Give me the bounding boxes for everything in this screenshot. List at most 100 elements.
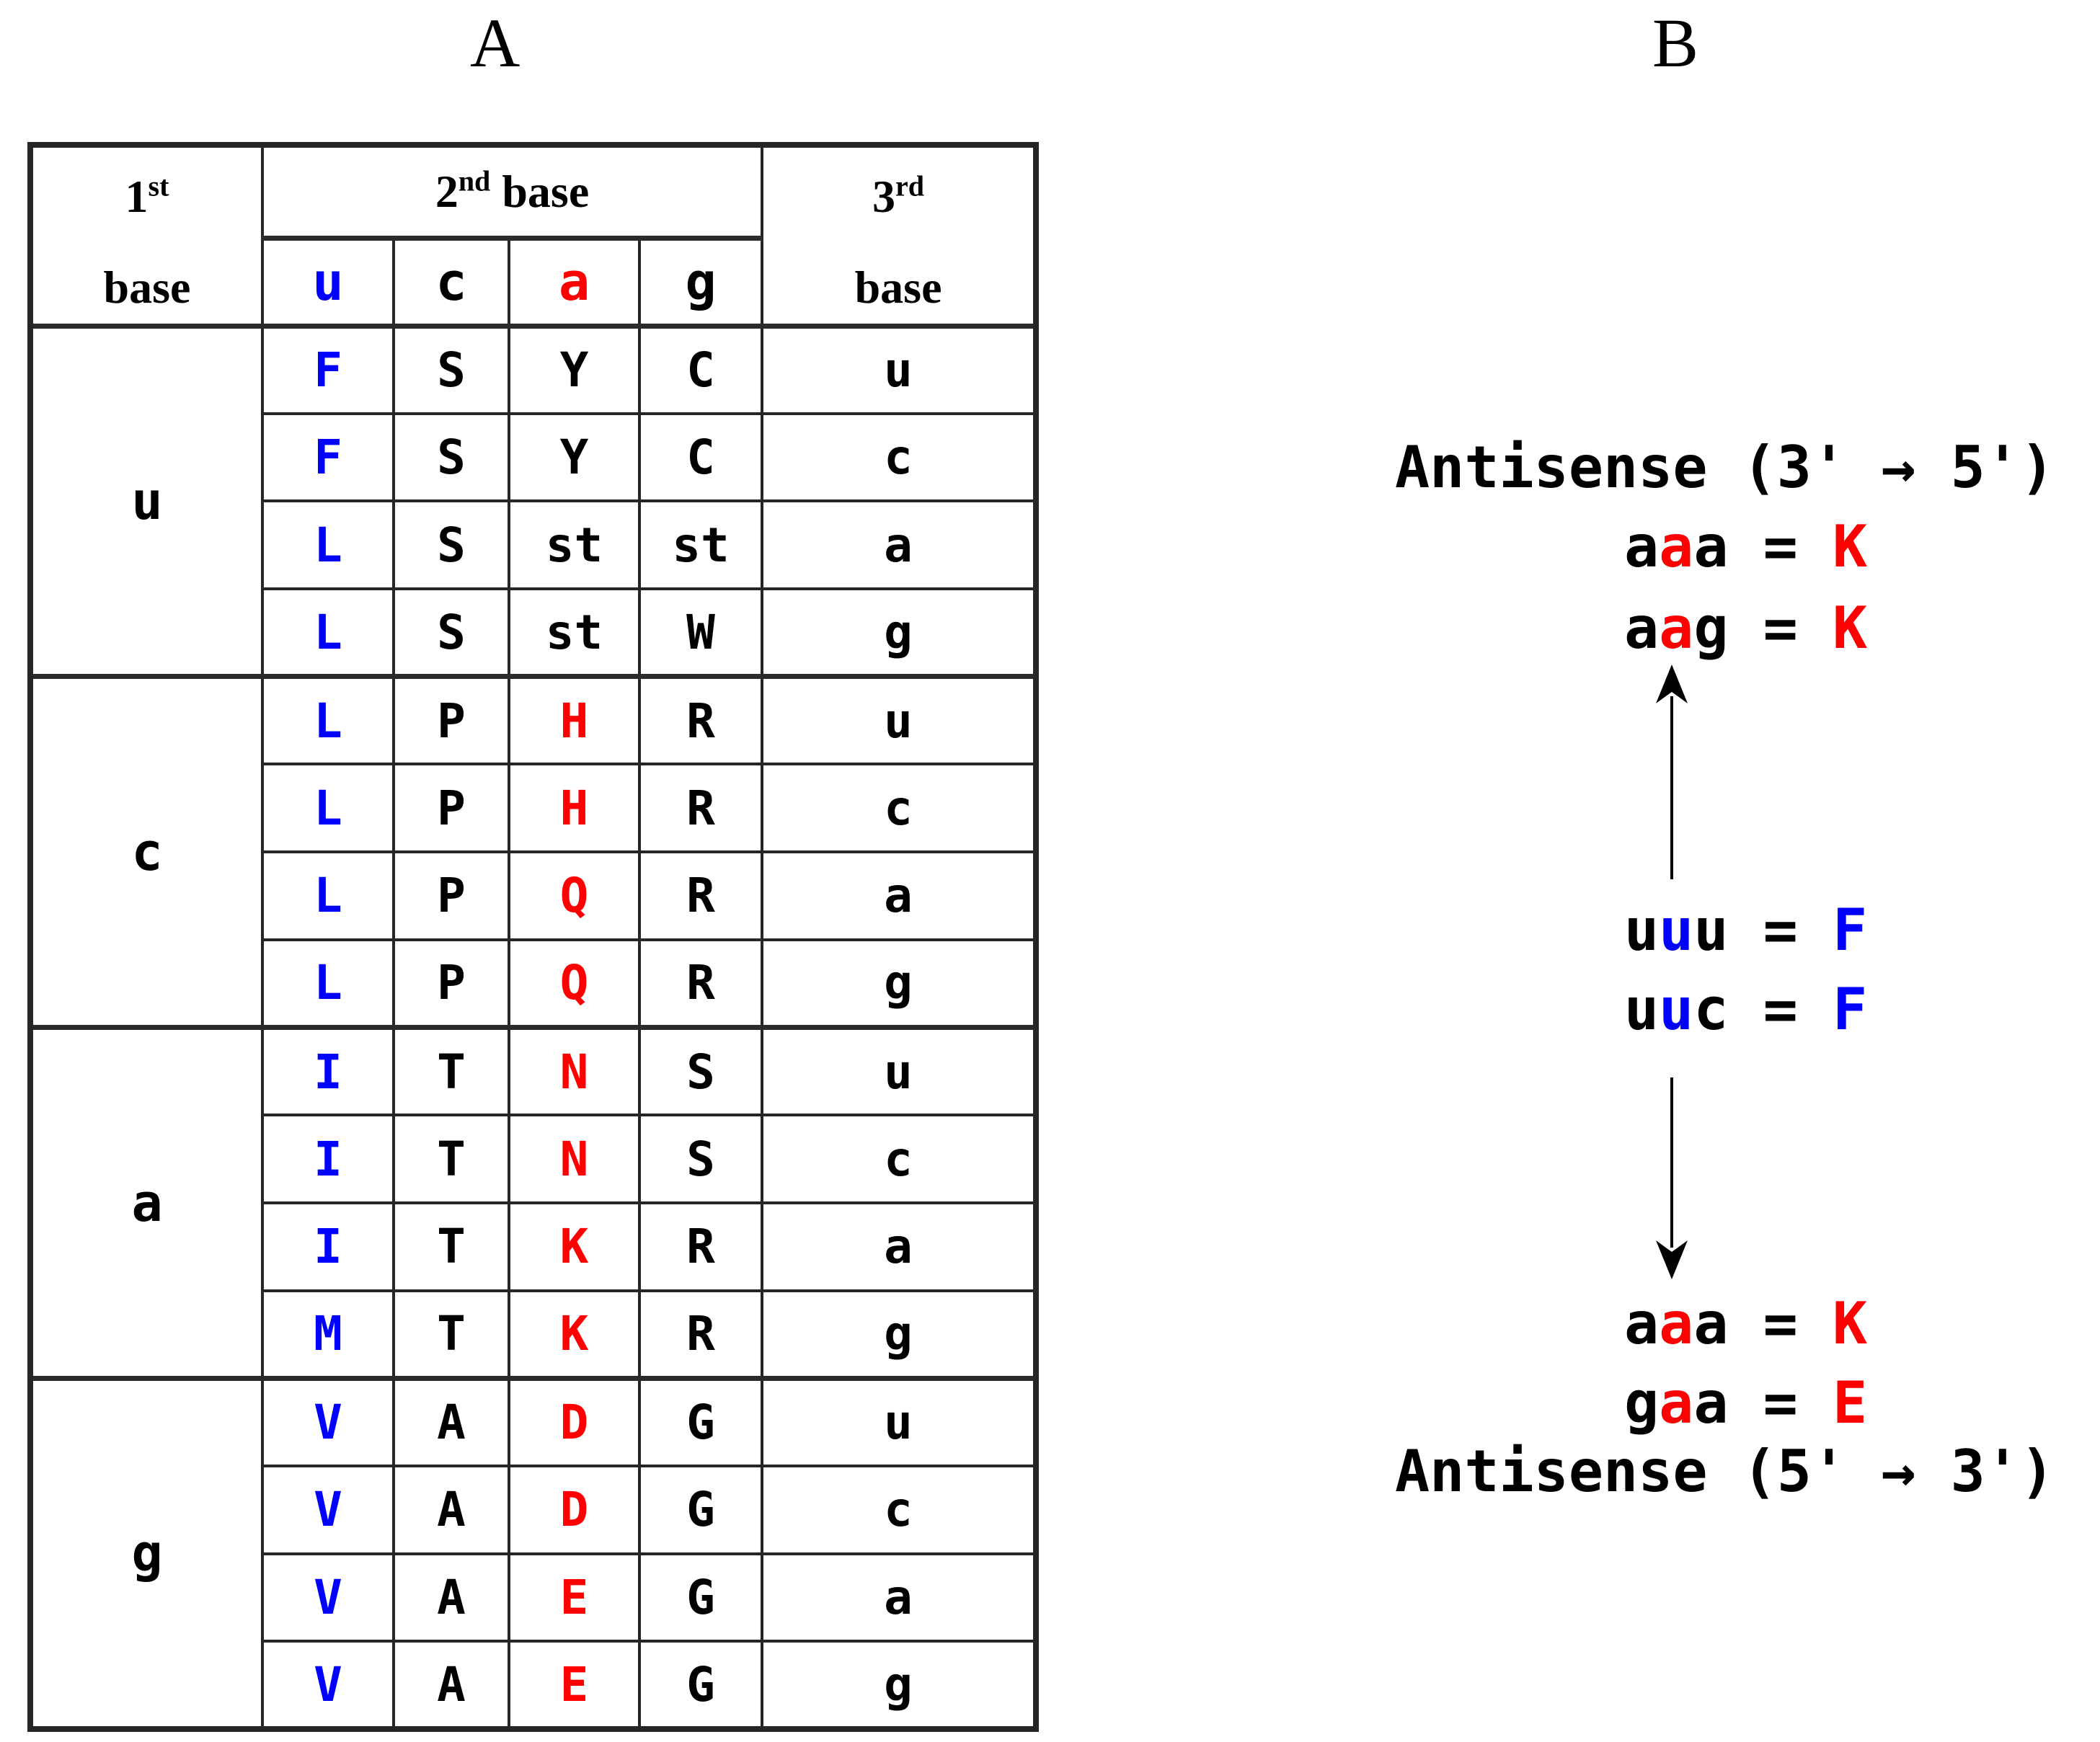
codon-cell: R [637,763,764,854]
third-base-cell: u [761,674,1038,766]
codon-cell: M [261,1289,395,1380]
third-base-cell: u [761,1375,1038,1467]
codon-cell: A [392,1375,510,1467]
codon-cell: G [637,1640,764,1730]
text-segment: E [1833,1369,1868,1436]
codon-cell: L [261,938,395,1029]
text-segment: = [1728,976,1833,1043]
third-base-cell: a [761,499,1038,591]
text-segment: a [1659,1369,1694,1436]
third-base-cell: g [761,587,1038,678]
codon-cell: K [508,1201,641,1292]
codon-cell: S [637,1114,764,1204]
codon-aag-K: aag = K [1624,598,1867,659]
codon-cell: I [261,1114,395,1204]
first-base-header-line2: base [103,261,191,313]
text-segment: = [1728,897,1833,964]
codon-cell: P [392,850,510,941]
third-base-cell: c [761,412,1038,503]
second-base-c: c [392,236,510,329]
codon-cell: R [637,1289,764,1380]
text-segment: g [1624,1369,1660,1436]
codon-cell: P [392,763,510,854]
text-segment: Antisense (3' → 5') [1395,434,2055,501]
codon-cell: st [637,499,764,591]
codon-cell: R [637,938,764,1029]
text-segment: K [1833,513,1868,580]
codon-cell: L [261,587,395,678]
text-segment: u [1624,976,1660,1043]
codon-cell: D [508,1375,641,1467]
codon-cell: V [261,1640,395,1730]
codon-cell: T [392,1289,510,1380]
codon-cell: S [392,587,510,678]
codon-cell: V [261,1464,395,1555]
first-base-label-c: c [29,674,264,1029]
codon-cell: T [392,1201,510,1292]
codon-cell: F [261,323,395,415]
text-segment: a [1659,595,1694,662]
codon-cell: D [508,1464,641,1555]
text-segment: u [1624,897,1660,964]
antisense-5-to-3: Antisense (5' → 3') [1395,1441,2055,1502]
codon-cell: S [392,323,510,415]
third-base-header-line1: 3rd [872,169,925,222]
first-base-label-g: g [29,1375,264,1730]
codon-cell: A [392,1464,510,1555]
text-segment: a [1693,1369,1729,1436]
codon-cell: st [508,587,641,678]
codon-cell: I [261,1025,395,1117]
second-base-g: g [637,236,764,329]
codon-aaa-K-bottom: aaa = K [1624,1294,1867,1354]
codon-cell: V [261,1375,395,1467]
first-base-header-line1: 1st [125,169,169,222]
text-segment: = [1728,1290,1833,1357]
codon-cell: L [261,763,395,854]
codon-cell: E [508,1640,641,1730]
third-base-cell: u [761,1025,1038,1117]
text-segment: g [1693,595,1729,662]
codon-uuu-F: uuu = F [1624,900,1867,961]
codon-cell: Y [508,412,641,503]
codon-cell: R [637,674,764,766]
codon-cell: N [508,1114,641,1204]
third-base-cell: u [761,323,1038,415]
text-segment: a [1624,595,1660,662]
third-base-header: 3rd base [761,143,1038,327]
codon-cell: G [637,1552,764,1643]
text-segment: a [1693,1290,1729,1357]
codon-cell: G [637,1375,764,1467]
down-arrow-icon [1656,1077,1688,1279]
codon-cell: K [508,1289,641,1380]
codon-cell: F [261,412,395,503]
codon-aaa-K-top: aaa = K [1624,517,1867,577]
codon-cell: A [392,1552,510,1643]
codon-cell: A [392,1640,510,1730]
codon-cell: E [508,1552,641,1643]
text-segment: K [1833,1290,1868,1357]
panel-a-label: A [470,4,520,81]
codon-cell: C [637,412,764,503]
text-segment: = [1728,1369,1833,1436]
codon-cell: R [637,850,764,941]
text-segment: a [1659,1290,1694,1357]
second-base-header: 2nd base [260,143,764,241]
text-segment: K [1833,595,1868,662]
text-segment: F [1833,976,1868,1043]
codon-cell: L [261,674,395,766]
text-segment: = [1728,595,1833,662]
text-segment: a [1624,1290,1660,1357]
